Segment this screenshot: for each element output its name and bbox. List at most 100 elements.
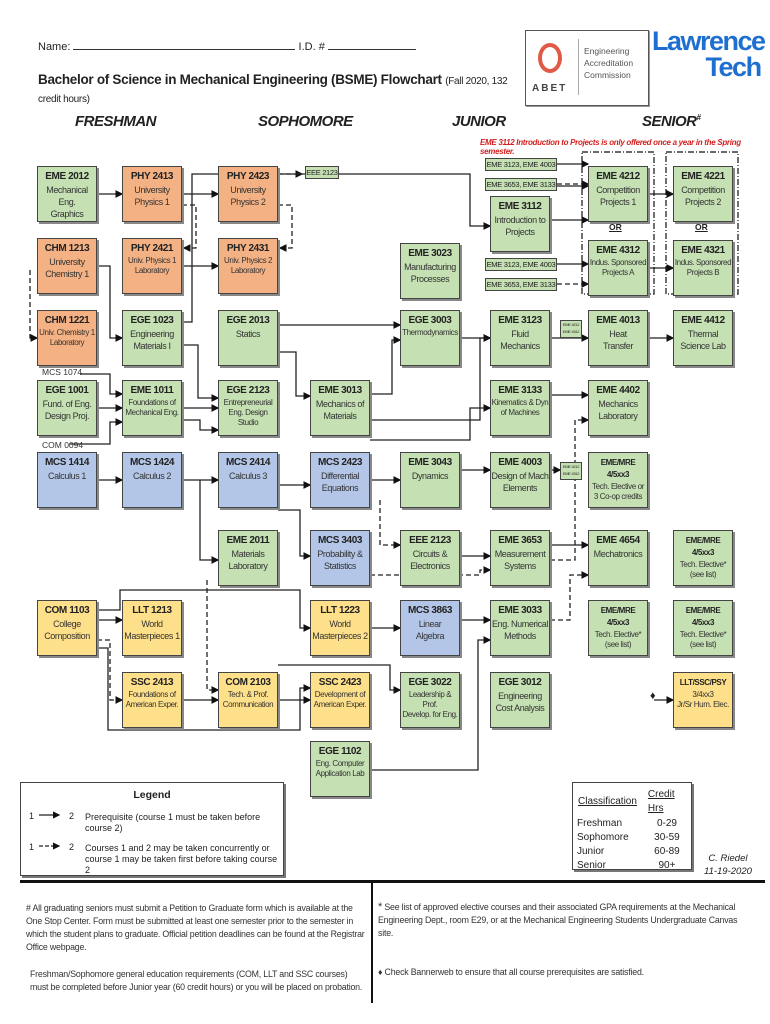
course-title: Differential [320,471,360,481]
course-title: Tech. Elective* [594,630,642,639]
course-code: CHM 1221 [44,315,90,326]
lawrence-wordmark: Lawrence [652,26,766,56]
course-title: Science Lab [680,341,726,351]
course-code: EGE 1102 [318,746,362,757]
title-note: (Fall 2020, 132 credit hours) [38,76,508,105]
course-code: EME 3653 [498,535,542,546]
id-field[interactable] [327,40,416,50]
divider [371,883,373,1003]
prerequisite-arrow [370,404,492,441]
course-code: EME 4654 [596,535,640,546]
course-code: EME 1011 [130,385,174,396]
author-date: 11-19-2020 [704,866,752,877]
course-title: Elements [502,483,538,493]
course-code: EGE 3003 [408,315,452,326]
year-junior: JUNIOR [452,113,506,130]
course-title: Indus. Sponsored [589,258,647,267]
prerequisite-arrow [278,351,312,400]
course-code: EGE 3022 [408,677,452,688]
course-title: Competition [596,185,640,195]
page-title: Bachelor of Science in Mechanical Engine… [38,72,522,108]
course-code: CHM 1213 [44,243,90,254]
course-title: American Exper. [125,700,179,709]
course-title: Laboratory [134,266,170,275]
course-title: Manufacturing [404,262,456,272]
course-title: Composition [44,631,90,641]
course-title: Cost Analysis [495,703,545,713]
course-code: EME 3133 [498,385,542,396]
course-title: Laboratory [49,338,85,347]
classification-cell: Junior [577,846,605,857]
name-field[interactable] [73,40,296,50]
course-code: EME 4013 [596,315,640,326]
course-title: Eng. Numerical [492,619,548,629]
course-code: PHY 2431 [226,243,270,254]
prerequisite-arrow [97,589,312,632]
name-label: Name: [38,41,71,53]
course-title: Introduction to [494,215,546,225]
com0094-label: COM 0094 [42,440,84,450]
course-title: Chemistry 1 [45,269,89,279]
course-title: Laboratory [228,561,268,571]
course-title: Application Lab [315,769,365,778]
footnote-bannerweb-text: Check Bannerweb to ensure that all cours… [384,967,645,977]
prerequisite-arrow [29,270,39,342]
course-title: Materials [323,411,357,421]
name-id-line: Name: I.D. # [38,40,416,53]
course-title: Physics 2 [230,197,266,207]
